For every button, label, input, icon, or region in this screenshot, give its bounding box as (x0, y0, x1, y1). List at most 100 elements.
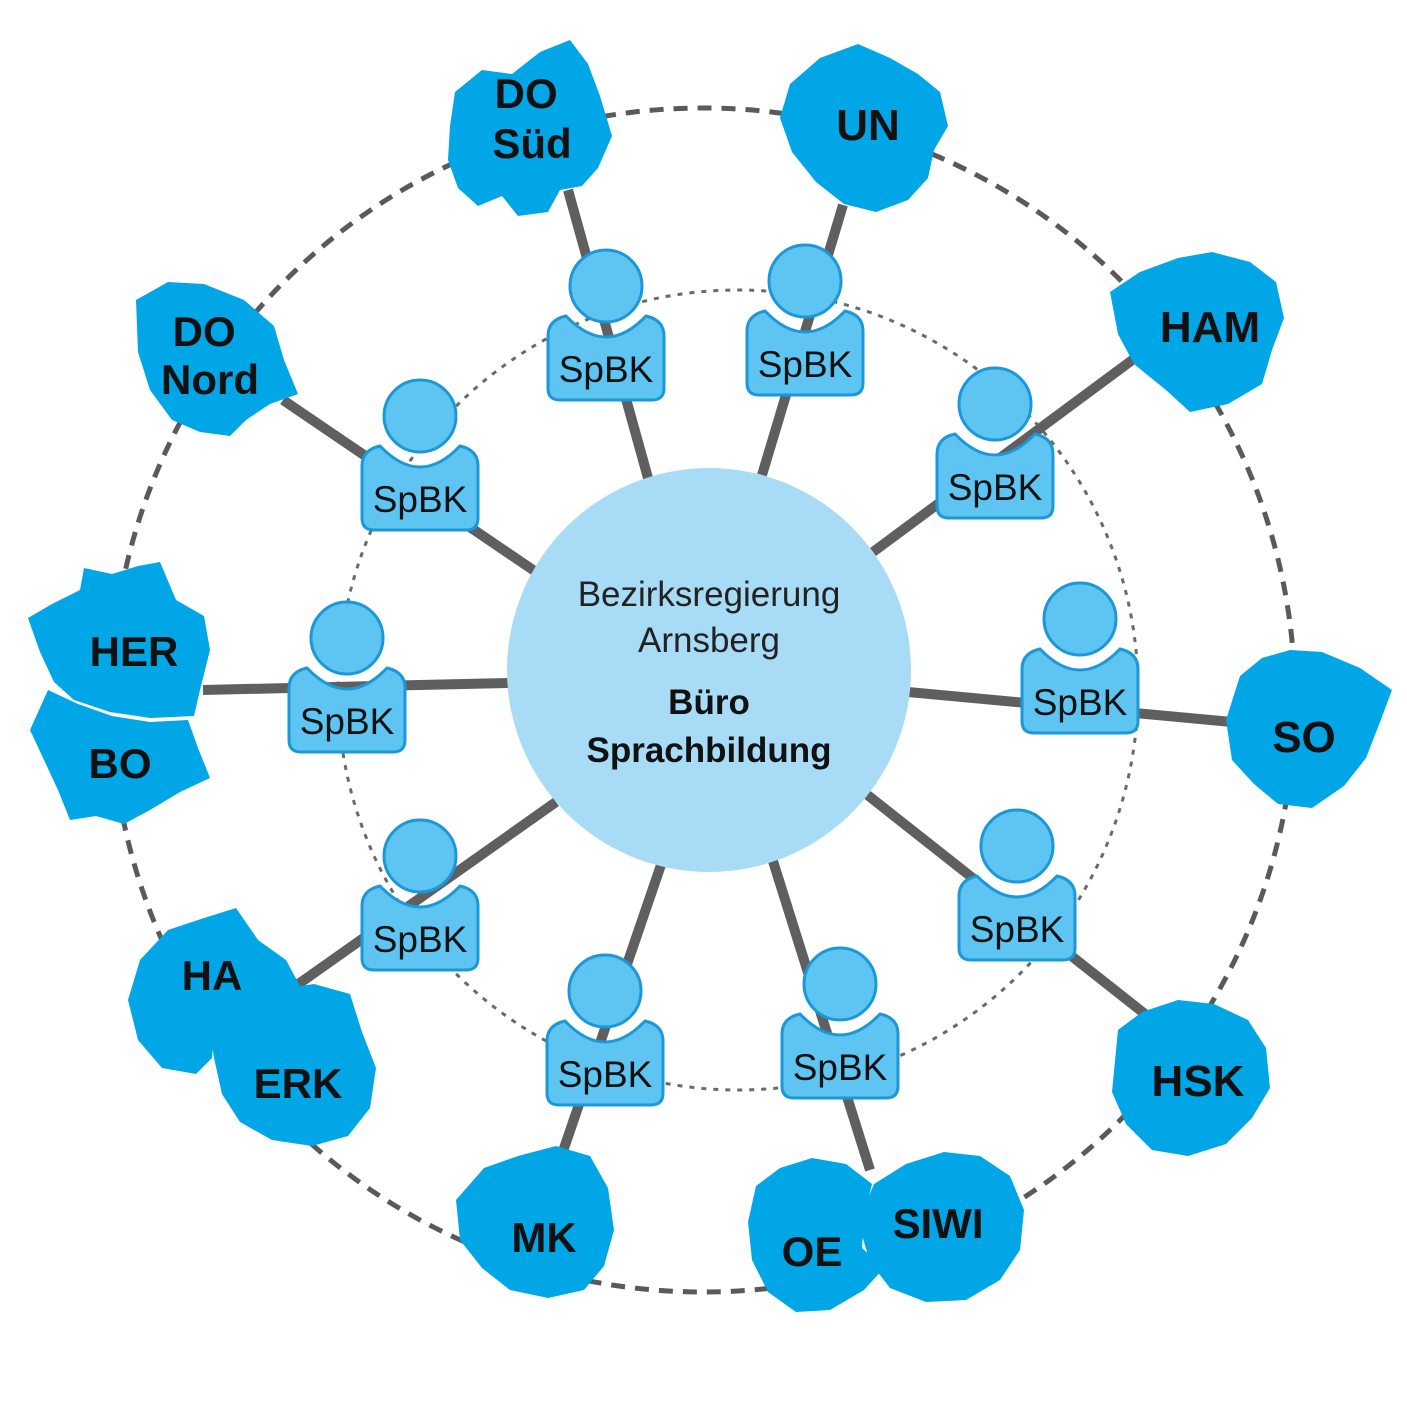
spbk-person-ham: SpBK (935, 366, 1055, 520)
region-shape-do-nord (136, 282, 298, 436)
spbk-head (1042, 581, 1118, 657)
spbk-head (567, 953, 643, 1029)
spbk-label: SpBK (373, 479, 468, 520)
spbk-head (382, 818, 458, 894)
spbk-label: SpBK (758, 344, 853, 385)
region-label-siwi: SIWI (893, 1200, 984, 1247)
region-bo: BO (30, 690, 210, 824)
spbk-label: SpBK (559, 349, 654, 390)
region-shape-un (780, 44, 948, 212)
center-circle (507, 468, 911, 872)
region-shape-bo (30, 690, 210, 824)
spbk-body (546, 314, 666, 402)
region-label-line: OE (782, 1228, 843, 1275)
spbk-body (780, 1012, 900, 1100)
region-shape-her (28, 562, 210, 718)
spbk-body (287, 666, 407, 754)
region-shape-siwi (858, 1152, 1024, 1302)
spbk-body (360, 884, 480, 972)
spbk-person-so: SpBK (1020, 581, 1140, 735)
connector-erk (287, 797, 559, 995)
center-title-line1: Bezirksregierung (578, 575, 841, 614)
spbk-head (979, 808, 1055, 884)
region-label-line: BO (89, 740, 152, 787)
region-label-oe: OE (782, 1228, 843, 1275)
region-do-sued: DO Süd (448, 40, 612, 216)
region-mk: MK (456, 1146, 614, 1298)
region-shape-oe (748, 1158, 884, 1312)
spbk-person-un: SpBK (745, 243, 865, 397)
region-oe: OE (748, 1158, 884, 1312)
spbk-label: SpBK (1033, 682, 1128, 723)
region-label-line: DO (173, 308, 236, 355)
region-ha: HA (128, 908, 300, 1074)
region-erk: ERK (208, 984, 376, 1146)
center-node: Bezirksregierung Arnsberg Büro Sprachbil… (507, 468, 911, 872)
region-label-mk: MK (511, 1214, 576, 1261)
regions: DO Süd UN HAM SO HSK (28, 40, 1392, 1312)
region-shape-ha (128, 908, 300, 1074)
region-label-line: ERK (254, 1060, 343, 1107)
connector-her (202, 678, 509, 695)
region-label-so: SO (1272, 713, 1336, 762)
region-label-line: DO (495, 70, 558, 117)
region-label-do-sued: DO Süd (492, 70, 571, 167)
center-title-line2: Arnsberg (638, 621, 780, 660)
spbk-person-do-nord: SpBK (360, 378, 480, 532)
region-label-line: HA (182, 952, 243, 999)
region-un: UN (780, 44, 948, 212)
region-shape-so (1226, 650, 1392, 808)
spbk-body (360, 444, 480, 532)
region-label-do-nord: DO Nord (161, 308, 259, 403)
region-so: SO (1226, 650, 1392, 808)
spbk-person-do-sued: SpBK (546, 248, 666, 402)
spbk-head (802, 946, 878, 1022)
spbk-body (545, 1019, 665, 1107)
spbk-body (1020, 647, 1140, 735)
spbk-person-mk: SpBK (545, 953, 665, 1107)
spbk-person-siwi: SpBK (780, 946, 900, 1100)
region-do-nord: DO Nord (136, 282, 298, 436)
region-shape-hsk (1112, 1000, 1270, 1156)
region-hsk: HSK (1112, 1000, 1270, 1156)
region-label-ha: HA (182, 952, 243, 999)
spbk-person-her: SpBK (287, 600, 407, 754)
region-label-line: Nord (161, 356, 259, 403)
region-shape-do-sued (448, 40, 612, 216)
spbk-head (568, 248, 644, 324)
spbk-head (767, 243, 843, 319)
region-label-line: HER (90, 628, 179, 675)
spbk-label: SpBK (558, 1054, 653, 1095)
center-subtitle-line1: Büro (668, 683, 750, 722)
region-her: HER (28, 562, 210, 718)
spbk-label: SpBK (970, 909, 1065, 950)
region-siwi: SIWI (858, 1152, 1024, 1302)
spbk-label: SpBK (373, 919, 468, 960)
spbk-head (957, 366, 1033, 442)
region-label-line: HSK (1152, 1057, 1245, 1106)
region-label-ham: HAM (1160, 303, 1260, 352)
spbk-label: SpBK (948, 467, 1043, 508)
region-shape-mk (456, 1146, 614, 1298)
region-label-bo: BO (89, 740, 152, 787)
region-label-line: HAM (1160, 303, 1260, 352)
region-shape-ham (1110, 252, 1284, 412)
region-label-line: SO (1272, 713, 1336, 762)
region-ham: HAM (1110, 252, 1284, 412)
region-label-hsk: HSK (1152, 1057, 1245, 1106)
region-label-line: Süd (492, 120, 571, 167)
region-label-line: SIWI (893, 1200, 984, 1247)
region-label-her: HER (90, 628, 179, 675)
region-label-line: UN (836, 101, 900, 150)
region-label-un: UN (836, 101, 900, 150)
connector-do-sued (563, 188, 653, 480)
spbk-head (309, 600, 385, 676)
spbk-person-erk: SpBK (360, 818, 480, 972)
spbk-label: SpBK (793, 1047, 888, 1088)
spbk-label: SpBK (300, 701, 395, 742)
spbk-person-hsk: SpBK (957, 808, 1077, 962)
spbk-body (957, 874, 1077, 962)
spbk-head (382, 378, 458, 454)
spbk-body (745, 309, 865, 397)
